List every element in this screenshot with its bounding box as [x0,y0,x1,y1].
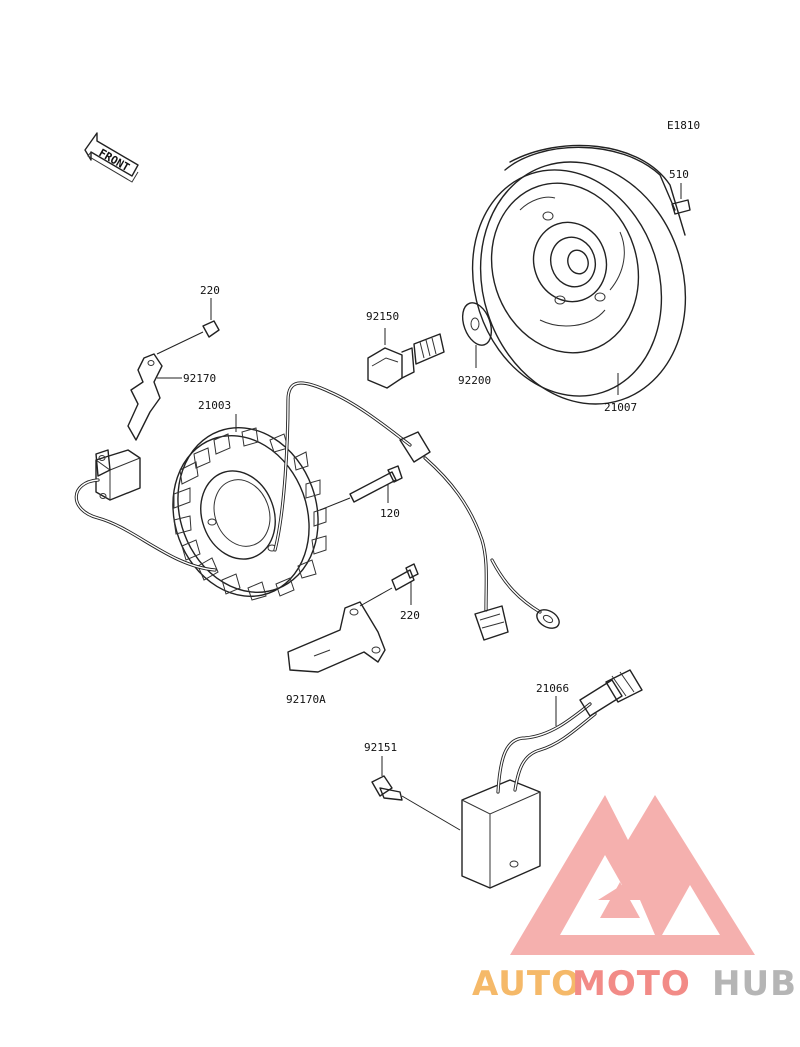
bolt-220-bottom [359,563,419,607]
washer-92200 [461,302,493,368]
watermark-moto: MOTO [572,964,691,1004]
watermark-text: AUTO MOTO HUB [472,964,797,1004]
stator-wiring [74,381,560,641]
label-92170: 92170 [183,372,216,385]
watermark-auto: AUTO [472,964,581,1004]
label-21003: 21003 [198,399,231,412]
label-21007: 21007 [604,401,637,414]
label-120: 120 [380,507,400,520]
bolt-120 [319,465,403,511]
label-92170A: 92170A [286,693,326,706]
regulator-21066 [461,669,643,889]
diagram-code: E1810 [667,119,700,132]
watermark-hub: HUB [712,964,797,1004]
watermark-logo-icon [510,795,755,955]
woodruff-key-510 [671,183,691,215]
bolt-220-top [156,298,220,355]
pickup-coil [95,449,141,501]
bolt-92151 [371,756,461,831]
label-510: 510 [669,168,689,181]
label-220-top: 220 [200,284,220,297]
rotor-flywheel [471,144,687,405]
stator-21003 [172,414,327,601]
label-92151: 92151 [364,741,397,754]
bracket-92170A [287,601,386,673]
label-220-bottom: 220 [400,609,420,622]
label-92150: 92150 [366,310,399,323]
front-arrow-icon: FRONT [84,132,139,183]
label-21066: 21066 [536,682,569,695]
bracket-92170 [127,353,182,441]
label-92200: 92200 [458,374,491,387]
bolt-92150 [367,328,445,389]
